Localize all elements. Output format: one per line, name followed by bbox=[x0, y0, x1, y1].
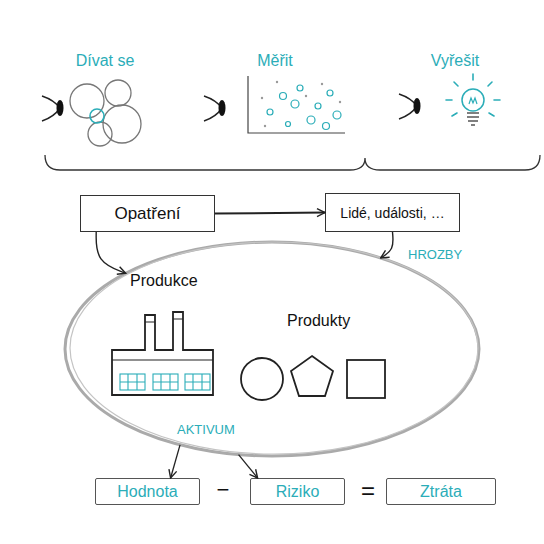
arrow-connector bbox=[171, 445, 180, 478]
circle-symbol bbox=[88, 122, 112, 146]
factory-roofline bbox=[112, 359, 213, 360]
eye-pupil bbox=[219, 100, 226, 116]
product-circle bbox=[241, 358, 283, 400]
scatter-point bbox=[267, 109, 273, 115]
group-caption: AKTIVUM bbox=[177, 422, 235, 437]
bulb-rays bbox=[446, 74, 500, 116]
scatter-dot bbox=[276, 81, 278, 83]
scatter-point bbox=[333, 111, 341, 119]
edge-label: HROZBY bbox=[408, 247, 462, 262]
circle-symbol bbox=[70, 84, 104, 118]
scatter-points bbox=[267, 85, 341, 130]
chimney-band bbox=[145, 319, 183, 322]
eye-pupil bbox=[57, 100, 64, 116]
node-text: Riziko bbox=[276, 483, 320, 501]
asset-ellipse: ProdukceProduktyAKTIVUM bbox=[63, 240, 481, 458]
scatter-dot bbox=[261, 97, 263, 99]
bracket bbox=[45, 155, 540, 170]
scatter-dot bbox=[264, 125, 266, 127]
ellipse-outline bbox=[63, 240, 481, 458]
bulb-glass bbox=[462, 89, 484, 111]
arrow-connector bbox=[215, 213, 325, 214]
node-text: Lidé, události, … bbox=[340, 205, 444, 221]
scatter-dot bbox=[321, 83, 323, 85]
ellipse-sketch-stroke bbox=[70, 242, 478, 454]
chart-axes bbox=[248, 76, 345, 133]
scatter-dot bbox=[339, 101, 341, 103]
scatter-dots bbox=[261, 81, 341, 127]
window-grid bbox=[120, 374, 210, 390]
scatter-point bbox=[280, 93, 287, 100]
arrow-connector bbox=[239, 455, 258, 478]
factory-building bbox=[112, 312, 213, 395]
result-box: Hodnota bbox=[95, 478, 200, 505]
arrow-connector bbox=[381, 232, 393, 258]
factory-windows bbox=[120, 374, 210, 390]
arrow-connector bbox=[96, 232, 126, 273]
node-text: Hodnota bbox=[117, 483, 178, 501]
circle-symbol bbox=[105, 80, 131, 106]
eye-pupil bbox=[414, 98, 421, 114]
circle-symbol bbox=[103, 105, 141, 143]
scatter-point bbox=[307, 116, 315, 124]
result-box: Ztráta bbox=[386, 478, 496, 505]
step-label: Dívat se bbox=[76, 52, 135, 70]
ellipse-stroke bbox=[65, 242, 479, 456]
operator-sign: − bbox=[217, 477, 230, 503]
step-label: Vyřešit bbox=[431, 52, 479, 70]
bulb-base bbox=[467, 113, 479, 125]
group-heading: Produkce bbox=[130, 272, 198, 290]
scatter-point bbox=[286, 122, 291, 127]
product-pentagon bbox=[291, 356, 333, 396]
product-square bbox=[347, 360, 385, 398]
process-box: Lidé, události, … bbox=[325, 193, 460, 232]
bulb-filament bbox=[469, 98, 477, 104]
scatter-point bbox=[327, 90, 333, 96]
circle-symbol bbox=[90, 109, 104, 123]
scatter-point bbox=[323, 123, 330, 130]
step-label: Měřit bbox=[257, 52, 293, 70]
process-box: Opatření bbox=[80, 195, 215, 232]
scatter-point bbox=[297, 85, 303, 91]
scatter-point bbox=[291, 100, 299, 108]
result-box: Riziko bbox=[250, 478, 345, 505]
node-text: Ztráta bbox=[420, 483, 462, 501]
group-heading: Produkty bbox=[287, 312, 350, 330]
scatter-point bbox=[315, 103, 321, 109]
node-text: Opatření bbox=[114, 204, 180, 224]
operator-sign: = bbox=[361, 477, 375, 505]
scatter-dot bbox=[305, 95, 307, 97]
